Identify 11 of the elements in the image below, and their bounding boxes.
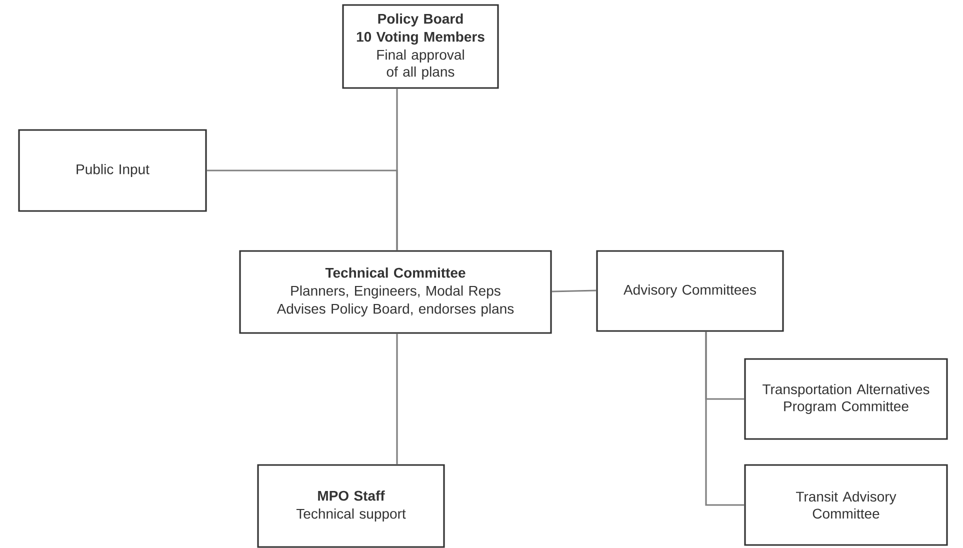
org-box: Transit Advisory Committee <box>744 464 948 546</box>
org-box: Advisory Committees <box>596 250 784 332</box>
org-box: Technical Committee Planners, Engineers, Modal Reps Advises Policy Board, endorses plans <box>239 250 552 334</box>
connector-line <box>552 290 596 292</box>
connector-line <box>396 334 398 464</box>
org-box: MPO Staff Technical support <box>257 464 445 548</box>
org-box: Transportation Alternatives Program Committee <box>744 358 948 440</box>
org-box: Policy Board 10 Voting Members Final approval of all plans <box>342 4 499 89</box>
connector-line <box>206 170 398 250</box>
connector-line <box>705 332 744 506</box>
org-box: Public Input <box>18 129 207 212</box>
